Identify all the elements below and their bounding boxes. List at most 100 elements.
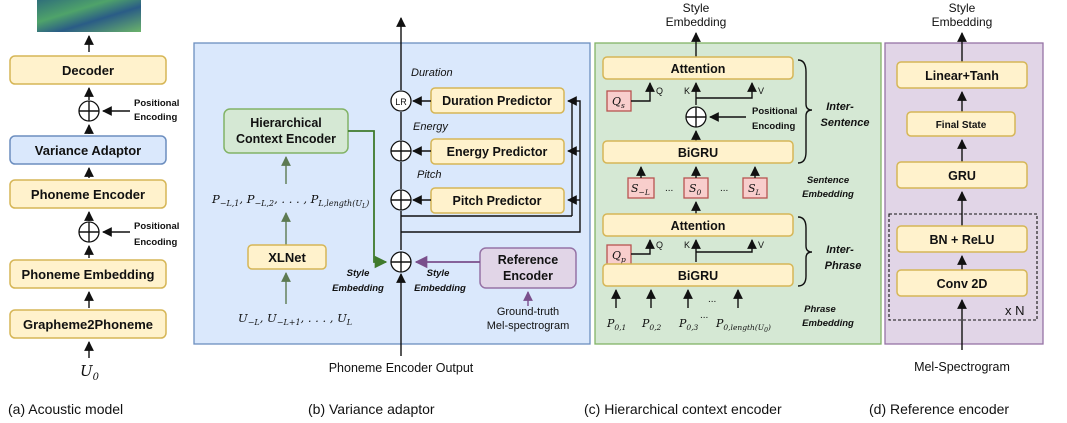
reference-encoder-label-2: Encoder xyxy=(503,269,553,283)
caption-a: (a) Acoustic model xyxy=(8,401,123,417)
gru-label: GRU xyxy=(948,169,976,183)
decoder-block xyxy=(9,55,167,85)
bn-relu-block xyxy=(896,225,1028,253)
ground-truth-label-1: Ground-truth xyxy=(497,306,559,318)
style-embedding-right-1: Style xyxy=(427,268,450,279)
bn-relu-label: BN + ReLU xyxy=(930,233,995,247)
energy-label: Energy xyxy=(413,121,449,133)
grapheme2phoneme-block xyxy=(9,309,167,339)
phrase-q-label: Q xyxy=(656,240,663,250)
pitch-add-icon xyxy=(390,189,412,211)
style-embedding-right-2: Embedding xyxy=(414,283,466,294)
gru-block xyxy=(896,161,1028,189)
phrase-k-label: K xyxy=(684,240,690,250)
style-embedding-left-2: Embedding xyxy=(332,283,384,294)
hce-label-2: Context Encoder xyxy=(236,132,336,146)
acoustic-model-panel: Decoder Positional Encoding Variance Ada… xyxy=(8,0,179,417)
caption-b: (b) Variance adaptor xyxy=(308,401,435,417)
sentence-attention-label: Attention xyxy=(671,62,726,76)
xlnet-label: XLNet xyxy=(268,250,306,265)
phoneme-encoder-label: Phoneme Encoder xyxy=(31,187,145,202)
variance-adaptor-panel: Hierarchical Context Encoder P−L,1, P−L,… xyxy=(193,17,591,417)
ref-style-label-1: Style xyxy=(949,1,976,15)
style-add-icon xyxy=(390,251,412,273)
hce-label-1: Hierarchical xyxy=(250,116,322,130)
reference-encoder-panel: Style Embedding Linear+Tanh Final State … xyxy=(869,1,1044,417)
final-state-block xyxy=(906,111,1016,137)
times-n-label: x N xyxy=(1005,303,1025,318)
phoneme-encoder-block xyxy=(9,179,167,209)
sentence-embedding-label-2: Embedding xyxy=(802,189,854,200)
inter-phrase-label-1: Inter- xyxy=(826,244,854,256)
mel-spectrogram-input-label: Mel-Spectrogram xyxy=(914,360,1010,374)
caption-d: (d) Reference encoder xyxy=(869,401,1009,417)
positional-encoding-label-bottom-1: Positional xyxy=(134,221,179,232)
utterance-sequence-label: U−L, U−L+1, . . . , UL xyxy=(238,311,352,327)
positional-add-icon-top xyxy=(78,100,100,122)
phoneme-embedding-label: Phoneme Embedding xyxy=(22,267,155,282)
decoder-label: Decoder xyxy=(62,63,114,78)
repeat-group-dashed xyxy=(888,213,1038,321)
linear-tanh-block xyxy=(896,61,1028,89)
phrase-sequence-label: P−L,1, P−L,2, . . . , PL,length(UL) xyxy=(211,192,369,210)
hce-positional-add-icon xyxy=(685,106,707,128)
phrase-bigru-block xyxy=(602,263,794,287)
phrase-embedding-label-2: Embedding xyxy=(802,318,854,329)
xlnet-block xyxy=(247,244,327,270)
positional-encoding-label-top-2: Encoding xyxy=(134,112,177,123)
sentence-dots-1: ... xyxy=(665,183,673,194)
inter-phrase-label-2: Phrase xyxy=(825,260,862,272)
inter-sentence-label-2: Sentence xyxy=(821,117,870,129)
variance-adaptor-block xyxy=(9,135,167,165)
phoneme-embedding-block xyxy=(9,259,167,289)
style-embedding-left-1: Style xyxy=(347,268,370,279)
pitch-label: Pitch xyxy=(417,169,441,181)
hce-style-label-1: Style xyxy=(683,1,710,15)
sentence-bigru-block xyxy=(602,140,794,164)
inter-sentence-label-1: Inter- xyxy=(826,101,854,113)
duration-predictor-label: Duration Predictor xyxy=(442,94,552,108)
caption-c: (c) Hierarchical context encoder xyxy=(584,401,782,417)
energy-predictor-label: Energy Predictor xyxy=(447,145,548,159)
sentence-q-label: Q xyxy=(656,86,663,96)
conv2d-block xyxy=(896,269,1028,297)
hierarchical-context-encoder-panel: Style Embedding Attention Qs Q K V Posit… xyxy=(584,1,882,417)
variance-adaptor-label: Variance Adaptor xyxy=(35,143,141,158)
final-state-label: Final State xyxy=(936,120,987,131)
phrase-attention-label: Attention xyxy=(671,219,726,233)
phrase-attention-block xyxy=(602,213,794,237)
acoustic-input-u0: U0 xyxy=(80,362,100,383)
length-regulator-icon: LR xyxy=(390,90,412,112)
sentence-bigru-label: BiGRU xyxy=(678,146,718,160)
sentence-attention-block xyxy=(602,56,794,80)
energy-add-icon xyxy=(390,140,412,162)
ref-style-label-2: Embedding xyxy=(932,15,993,29)
phoneme-encoder-output-label: Phoneme Encoder Output xyxy=(329,361,474,375)
ground-truth-label-2: Mel-spectrogram xyxy=(487,320,570,332)
pitch-predictor-label: Pitch Predictor xyxy=(453,194,542,208)
positional-add-icon-bottom xyxy=(78,221,100,243)
phrase-dots-bottom: ... xyxy=(700,310,708,321)
reference-encoder-block xyxy=(479,247,577,289)
sentence-embedding-label-1: Sentence xyxy=(807,175,850,186)
sentence-k-label: K xyxy=(684,86,690,96)
sentence-dots-2: ... xyxy=(720,183,728,194)
lr-label: LR xyxy=(395,97,407,107)
phrase-bigru-label: BiGRU xyxy=(678,269,718,283)
positional-encoding-label-bottom-2: Encoding xyxy=(134,237,177,248)
mel-spectrogram-image xyxy=(37,0,141,32)
sentence-v-label: V xyxy=(758,86,764,96)
hce-style-label-2: Embedding xyxy=(666,15,727,29)
hce-positional-encoding-1: Positional xyxy=(752,106,797,117)
duration-label: Duration xyxy=(411,67,453,79)
phrase-embedding-label-1: Phrase xyxy=(804,304,836,315)
positional-encoding-label-top-1: Positional xyxy=(134,98,179,109)
linear-tanh-label: Linear+Tanh xyxy=(925,69,999,83)
reference-encoder-label-1: Reference xyxy=(498,253,558,267)
phrase-dots-top: ... xyxy=(708,294,716,305)
hce-positional-encoding-2: Encoding xyxy=(752,121,795,132)
grapheme2phoneme-label: Grapheme2Phoneme xyxy=(23,317,153,332)
phrase-v-label: V xyxy=(758,240,764,250)
conv2d-label: Conv 2D xyxy=(937,277,988,291)
